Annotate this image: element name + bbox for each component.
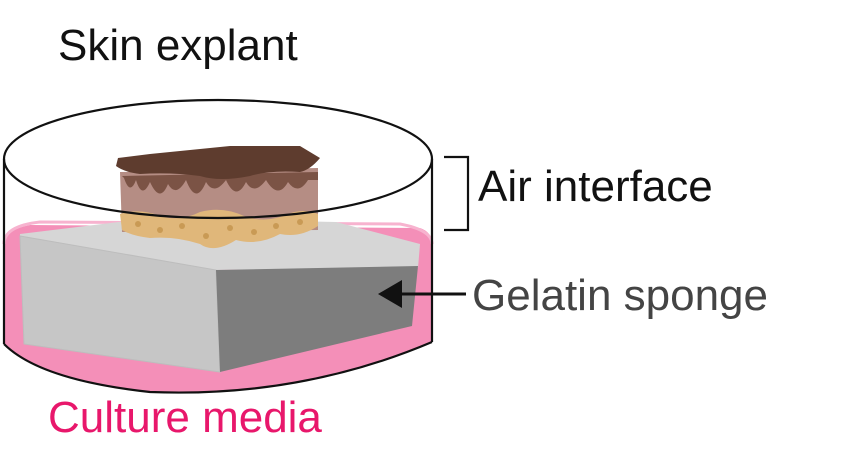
label-skin-explant: Skin explant: [58, 21, 298, 70]
air-interface-bracket: [444, 155, 470, 232]
label-air-interface: Air interface: [478, 162, 713, 211]
sponge-right-face: [216, 266, 418, 372]
petri-dish: [2, 98, 434, 394]
label-gelatin-sponge: Gelatin sponge: [472, 271, 768, 320]
epidermis-layer: [116, 146, 320, 179]
fat-layer: [120, 209, 318, 249]
gelatin-arrow: [378, 280, 466, 308]
gelatin-sponge: [19, 218, 420, 373]
label-culture-media: Culture media: [48, 393, 322, 442]
skin-explant: [116, 146, 320, 249]
